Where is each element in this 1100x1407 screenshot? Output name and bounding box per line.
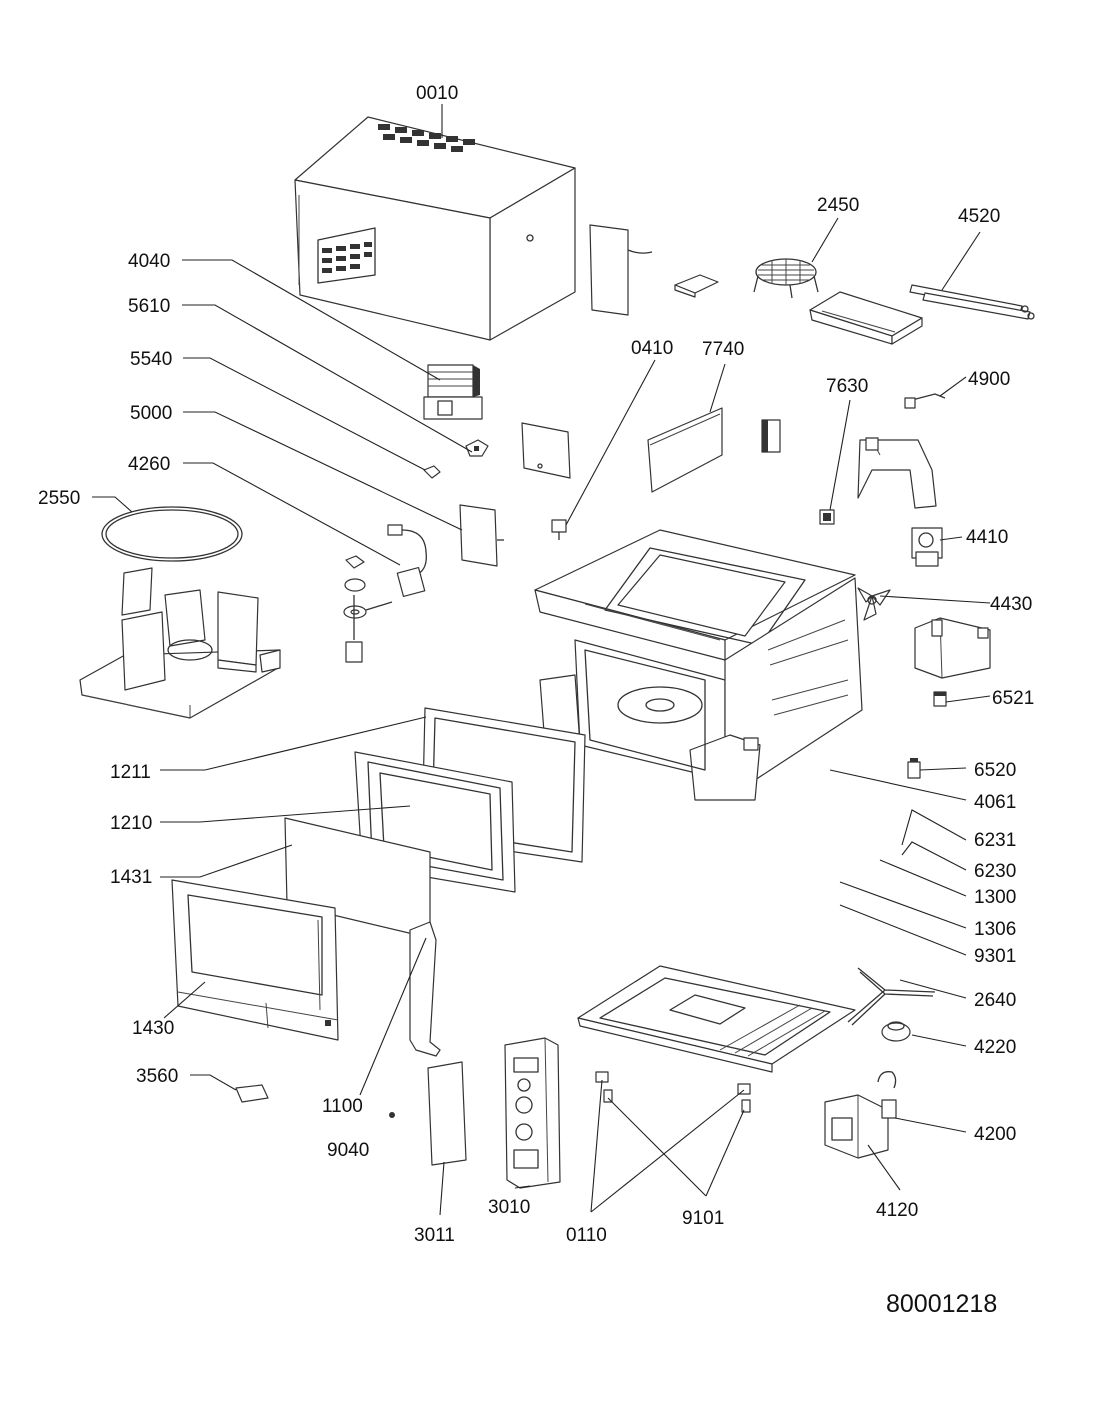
part-fan-blade [857, 587, 891, 621]
callout-3010: 3010 [488, 1197, 530, 1218]
part-5000-plate [459, 504, 504, 567]
part-grill-rack [753, 258, 819, 299]
part-fan-motor [911, 527, 943, 567]
part-outer-cabinet [294, 116, 576, 341]
callout-2450: 2450 [817, 195, 859, 216]
callout-0010: 0010 [416, 83, 458, 104]
part-turntable-motor [881, 1021, 911, 1042]
callout-9040: 9040 [327, 1140, 369, 1161]
part-control-panel [504, 1037, 561, 1189]
callout-1100: 1100 [322, 1096, 363, 1117]
callout-4900: 4900 [968, 369, 1010, 390]
part-door-outer [171, 879, 339, 1041]
callout-labels: 0010 2450 4520 4040 5610 5540 5000 4260 … [38, 83, 1034, 1246]
callout-4200: 4200 [974, 1124, 1016, 1145]
part-6521 [933, 691, 947, 707]
callout-1210: 1210 [110, 813, 152, 834]
callout-4260: 4260 [128, 454, 170, 475]
document-number: 80001218 [886, 1290, 998, 1318]
callout-7740: 7740 [702, 339, 744, 360]
part-hv-transformer [824, 1094, 897, 1159]
callout-5000: 5000 [130, 403, 172, 424]
callout-1306: 1306 [974, 919, 1016, 940]
callout-5610: 5610 [128, 296, 170, 317]
leader-lines [92, 104, 991, 1216]
callout-6521: 6521 [992, 688, 1034, 709]
part-base-plate [577, 965, 856, 1073]
part-5540-clip [423, 465, 441, 479]
part-capacitor-clip [877, 1071, 897, 1089]
callout-1300: 1300 [974, 887, 1016, 908]
part-control-overlay [427, 1061, 467, 1166]
callout-2550: 2550 [38, 488, 80, 509]
part-0410-screw [551, 519, 567, 540]
part-oven-cavity [534, 529, 863, 801]
part-grill-housing [809, 291, 923, 345]
part-magnetron [423, 364, 483, 420]
part-door-latch [409, 921, 441, 1057]
part-turntable-support [79, 567, 281, 719]
callout-1430: 1430 [132, 1018, 174, 1039]
callout-7630: 7630 [826, 376, 868, 397]
part-fan-shroud [857, 437, 937, 509]
callout-4061: 4061 [974, 792, 1016, 813]
part-3560 [235, 1084, 269, 1103]
callout-0110: 0110 [566, 1225, 607, 1246]
callout-9101: 9101 [682, 1208, 724, 1229]
part-thermal-cutout [819, 509, 835, 525]
callout-6231: 6231 [974, 830, 1016, 851]
callout-4520: 4520 [958, 206, 1000, 227]
callout-4410: 4410 [966, 527, 1008, 548]
part-quartz-tubes [909, 284, 1035, 320]
callout-4220: 4220 [974, 1037, 1016, 1058]
part-drive-ring [101, 506, 243, 562]
callout-5540: 5540 [130, 349, 172, 370]
part-roller-guide [847, 967, 936, 1026]
callout-4120: 4120 [876, 1200, 918, 1221]
callout-4430: 4430 [990, 594, 1032, 615]
part-lamp-holder [904, 393, 946, 409]
callout-4040: 4040 [128, 251, 170, 272]
callout-9301: 9301 [974, 946, 1016, 967]
part-mica-cover [647, 407, 723, 493]
callout-3011: 3011 [414, 1225, 455, 1246]
part-waveguide-cover [521, 422, 571, 479]
part-5610-clip [465, 439, 489, 457]
part-small-bracket [674, 274, 719, 298]
part-side-shield [589, 224, 653, 316]
part-feet [595, 1071, 751, 1113]
part-4260-wiring [343, 524, 427, 663]
callout-6230: 6230 [974, 861, 1016, 882]
part-9040-screw [389, 1112, 395, 1118]
callout-1431: 1431 [110, 867, 152, 888]
callout-0410: 0410 [631, 338, 673, 359]
callout-6520: 6520 [974, 760, 1016, 781]
part-6520 [907, 758, 921, 779]
callout-3560: 3560 [136, 1066, 178, 1087]
part-hv-bracket [914, 617, 991, 679]
callout-1211: 1211 [110, 762, 151, 783]
callout-2640: 2640 [974, 990, 1016, 1011]
part-small-holder [761, 419, 781, 453]
